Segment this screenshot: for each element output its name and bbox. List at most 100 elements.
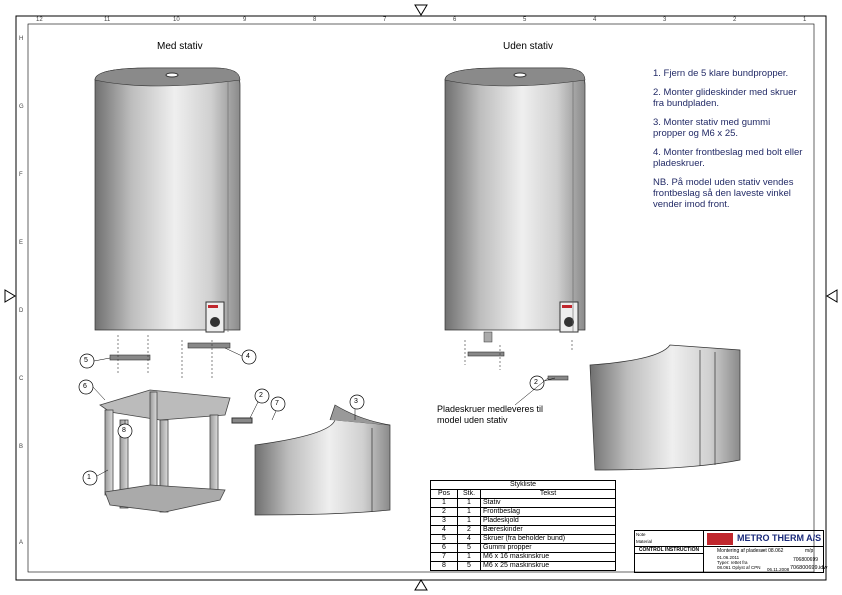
inner-frame [27,23,815,573]
col-tick: 6 [453,17,457,23]
pos: 7 [430,552,458,562]
front-shield-right [589,344,741,471]
callout-6: 6 [83,383,87,390]
callout-circles [78,349,545,486]
col-tick: 9 [243,17,247,23]
text: Stativ [480,498,616,508]
col-tick: 5 [523,17,527,23]
col-pos: Pos [430,489,458,499]
col-tick: 8 [313,17,317,23]
front-shield-left [254,404,391,516]
row-tick: E [19,240,24,246]
callout-2: 2 [259,392,263,399]
qty: 1 [457,507,481,517]
title-block: Note Material CONTROL INSTRUCTION METRO … [634,530,828,573]
callout-8: 8 [122,427,126,434]
callout-1: 1 [87,474,91,481]
view-title-left: Med stativ [157,41,203,52]
heater-with-stand [94,67,241,333]
row-tick: B [19,444,24,450]
instruction-4: 4. Monter frontbeslag med bolt eller pla… [653,147,803,169]
text: Bæreskinder [480,525,616,535]
text: M6 x 16 maskinskrue [480,552,616,562]
center-marks [4,4,838,591]
callout-5: 5 [84,357,88,364]
scale: m/p [805,548,814,554]
text: Skruer (fra beholder bund) [480,534,616,544]
row-tick: D [19,308,24,314]
company-logo [707,533,733,545]
col-qty: Stk. [457,489,481,499]
row-tick: C [19,376,24,382]
callout-7: 7 [275,400,279,407]
doc-type: CONTROL INSTRUCTION [635,546,703,554]
col-tick: 2 [733,17,737,23]
text: Frontbeslag [480,507,616,517]
col-tick: 12 [36,17,43,23]
col-tick: 1 [803,17,807,23]
instruction-2: 2. Monter glideskinder med skruer fra bu… [653,87,797,109]
text: Gummi propper [480,543,616,553]
date: 01.06.2011 [717,555,740,560]
col-tick: 11 [104,17,111,23]
rails-and-screws [109,335,573,381]
screw-note: Pladeskruer medleveres til model uden st… [437,404,544,425]
qty: 5 [457,561,481,571]
instruction-3: 3. Monter stativ med gummi propper og M6… [653,117,771,139]
view-title-right: Uden stativ [503,41,554,52]
pos: 6 [430,543,458,553]
material-label: Material [636,539,653,544]
qty: 4 [457,534,481,544]
text: Pladeskjold [480,516,616,526]
text: M6 x 25 maskinskrue [480,561,616,571]
pos: 4 [430,525,458,535]
file-name: 706800699.idw [790,565,828,571]
col-text: Tekst [480,489,616,499]
leader-lines [92,347,556,477]
col-tick: 3 [663,17,667,23]
qty: 5 [457,543,481,553]
qty: 1 [457,516,481,526]
pos: 3 [430,516,458,526]
pos: 8 [430,561,458,571]
qty: 2 [457,525,481,535]
qty: 1 [457,552,481,562]
company-name: METRO THERM A/S [737,533,822,543]
drawing-title: Montering af pladesæt 08.062 [717,548,784,554]
pos: 2 [430,507,458,517]
drawing-number: 706800699 [793,557,819,563]
instruction-1: 1. Fjern de 5 klare bundpropper. [653,68,789,79]
style-label: Note [636,532,646,537]
front-bracket [231,417,253,424]
qty: 1 [457,498,481,508]
parts-list-title: Stykliste [430,480,616,490]
callout-4: 4 [246,353,250,360]
date2: 06.11.2008 [767,567,790,572]
pos: 5 [430,534,458,544]
row-tick: A [19,540,24,546]
col-tick: 4 [593,17,597,23]
row-tick: G [19,104,24,110]
callout-2b: 2 [534,379,538,386]
description: Typer: rettet fra 08.061 Oplyst af CPN [717,560,761,570]
stand [99,389,231,513]
row-tick: H [19,36,24,42]
heater-without-stand [444,67,586,343]
pos: 1 [430,498,458,508]
col-tick: 10 [173,17,180,23]
row-tick: F [19,172,23,178]
instructions: 1. Fjern de 5 klare bundpropper. 2. Mont… [653,68,803,218]
instruction-note: NB. På model uden stativ vendes frontbes… [653,177,794,210]
col-tick: 7 [383,17,387,23]
